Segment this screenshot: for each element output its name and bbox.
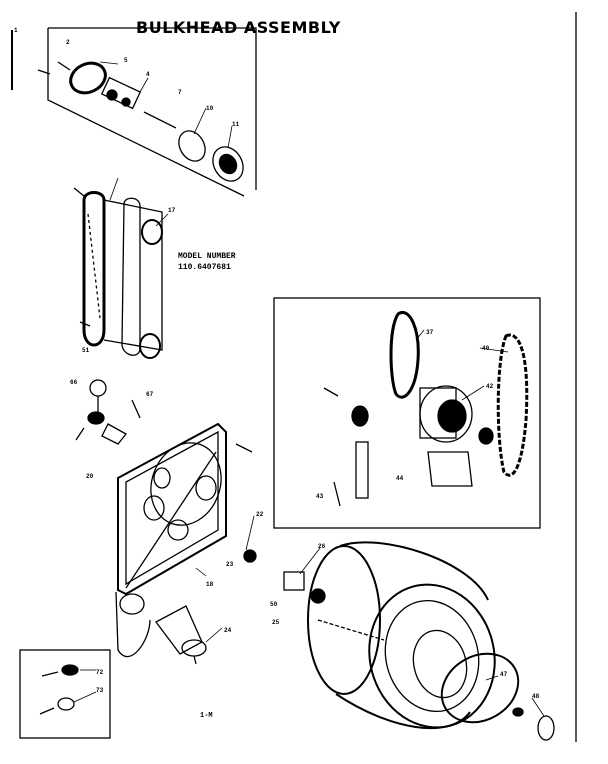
motor-pulley — [478, 427, 494, 445]
washer — [178, 130, 206, 162]
callout: 43 — [316, 493, 324, 500]
callout: 67 — [146, 391, 154, 398]
callout: 26 — [318, 543, 326, 550]
thermostat-cluster — [75, 379, 141, 445]
callout: 18 — [206, 581, 214, 588]
callout: 22 — [256, 511, 264, 518]
callout: 40 — [482, 345, 490, 352]
callout: 42 — [486, 383, 494, 390]
callout: 37 — [426, 329, 434, 336]
blower-wheel — [212, 146, 244, 182]
callout: 11 — [232, 121, 240, 128]
bottom-inset-box — [19, 649, 111, 739]
model-label: MODEL NUMBER — [178, 252, 236, 261]
callout: 66 — [70, 379, 78, 386]
callout: 7 — [178, 89, 182, 96]
callout: 17 — [168, 207, 176, 214]
callout: 51 — [82, 347, 90, 354]
callout: 44 — [396, 475, 404, 482]
model-info: MODEL NUMBER 110.6407681 — [178, 251, 236, 273]
bearing-stack — [100, 76, 142, 110]
callout: 48 — [532, 693, 540, 700]
blower-duct — [73, 187, 163, 359]
callout: 1 — [14, 27, 18, 34]
drum-rear-seal — [440, 652, 520, 724]
motor-inset-box — [273, 297, 541, 529]
callout: 73 — [96, 687, 104, 694]
callout: 2 — [66, 39, 70, 46]
drum — [243, 541, 555, 741]
callout: 4 — [146, 71, 150, 78]
exhaust-duct — [155, 605, 207, 665]
drum-support — [537, 715, 555, 741]
callout: 5 — [124, 57, 128, 64]
bulkhead-panel — [115, 422, 253, 658]
bearing-housing — [283, 571, 305, 591]
model-number: 110.6407681 — [178, 263, 231, 272]
leader-lines — [73, 61, 545, 717]
callout: 72 — [96, 669, 104, 676]
callout: 24 — [224, 627, 232, 634]
callout: 47 — [500, 671, 508, 678]
top-inset-box — [37, 27, 257, 197]
belt-40 — [496, 333, 529, 477]
belt-37 — [389, 311, 420, 399]
motor — [419, 385, 473, 443]
callout: 23 — [226, 561, 234, 568]
callout: 10 — [206, 105, 214, 112]
idler-bracket — [355, 441, 369, 499]
callout-labels: 1 2 5 4 7 10 11 17 51 37 40 42 43 44 22 … — [14, 27, 540, 700]
footer-ref: 1-M — [200, 712, 213, 720]
seal-ring — [69, 61, 107, 95]
callout: 50 — [270, 601, 278, 608]
callout: 25 — [272, 619, 280, 626]
callout: 20 — [86, 473, 94, 480]
idler-pulley — [351, 405, 369, 427]
